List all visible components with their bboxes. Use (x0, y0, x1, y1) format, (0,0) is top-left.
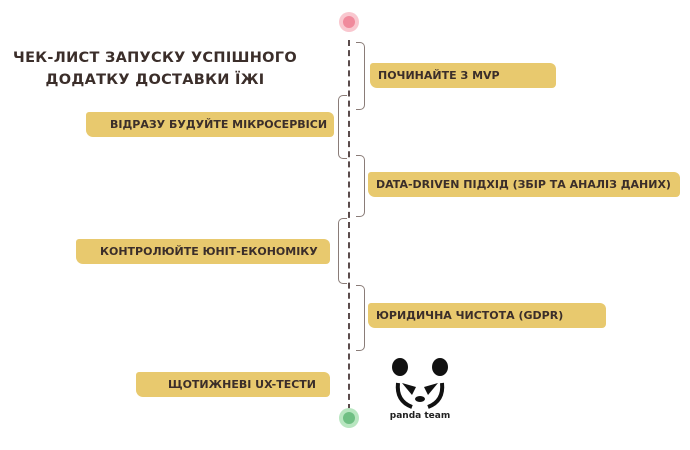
checklist-item: ПОЧИНАЙТЕ З MVP (370, 63, 556, 88)
checklist-item: ЮРИДИЧНА ЧИСТОТА (GDPR) (368, 303, 606, 328)
bracket (356, 155, 365, 217)
title-line-1: ЧЕК-ЛИСТ ЗАПУСКУ УСПІШНОГО (13, 50, 297, 66)
checklist-item: DATA-DRIVEN ПІДХІД (ЗБІР ТА АНАЛІЗ ДАНИХ… (368, 172, 680, 197)
checklist-item: ВІДРАЗУ БУДУЙТЕ МІКРОСЕРВІСИ (86, 112, 334, 137)
bracket (356, 42, 365, 110)
checklist-item: КОНТРОЛЮЙТЕ ЮНІТ-ЕКОНОМІКУ (76, 239, 330, 264)
logo-text: panda team (389, 411, 451, 421)
timeline-line (348, 40, 350, 410)
title-line-2: ДОДАТКУ ДОСТАВКИ ЇЖІ (45, 72, 265, 88)
bracket (338, 95, 347, 159)
bracket (356, 285, 365, 351)
panda-team-logo: panda team (385, 357, 455, 421)
bracket (338, 218, 347, 284)
panda-icon (392, 358, 448, 409)
page-title: ЧЕК-ЛИСТ ЗАПУСКУ УСПІШНОГО ДОДАТКУ ДОСТА… (0, 47, 310, 91)
timeline-end-dot (339, 408, 359, 428)
checklist-item: ЩОТИЖНЕВІ UX-ТЕСТИ (136, 372, 330, 397)
timeline-start-dot (339, 12, 359, 32)
